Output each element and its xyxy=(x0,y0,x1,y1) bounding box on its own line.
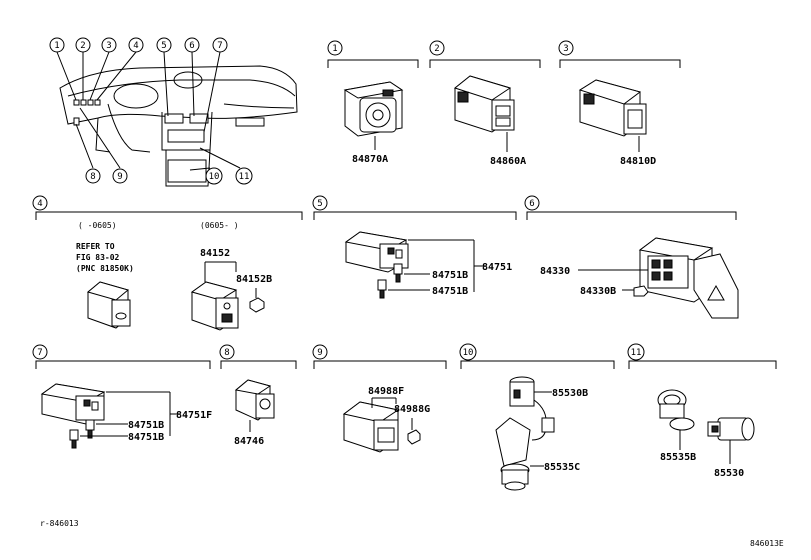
part-84810D: 84810D xyxy=(620,156,656,167)
part-84330: 84330 xyxy=(540,266,570,277)
svg-text:11: 11 xyxy=(631,348,642,358)
switch-84988F xyxy=(342,401,421,453)
footer-right-code: 846013E xyxy=(750,539,784,548)
hazard-switch-84330 xyxy=(638,237,739,319)
switch-84152 xyxy=(190,281,265,331)
section-11: 11 85535B 85530 xyxy=(627,343,777,479)
part-84152B: 84152B xyxy=(236,274,272,285)
section-6: 6 84330 84330B xyxy=(524,195,739,319)
part-84746: 84746 xyxy=(234,436,264,447)
callout-3: 3 xyxy=(106,41,111,51)
part-85535B: 85535B xyxy=(660,452,696,463)
section-2: 2 84860A xyxy=(429,40,541,167)
footer-left-code: r-846013 xyxy=(40,519,79,528)
svg-text:4: 4 xyxy=(37,199,42,209)
refer-line-2: FIG 83-02 xyxy=(76,253,120,262)
section-4: 4 ( -0605) (0605- ) REFER TO FIG 83-02 (… xyxy=(32,195,303,331)
part-85530: 85530 xyxy=(714,468,744,479)
switch-84746 xyxy=(234,379,275,421)
overview-callouts: 1 2 3 4 5 6 7 8 9 10 11 xyxy=(49,37,253,185)
section-1: 1 84870A xyxy=(327,40,419,165)
part-84988G: 84988G xyxy=(394,404,430,415)
socket-cap-85535B xyxy=(657,389,695,431)
dashboard-overview xyxy=(56,51,298,187)
part-84751B-4: 84751B xyxy=(128,432,164,443)
bulb-84751B-2 xyxy=(377,279,387,299)
switch-84751F xyxy=(40,383,106,425)
section-9: 9 84988F 84988G xyxy=(312,344,447,453)
part-84751F: 84751F xyxy=(176,410,212,421)
callout-1: 1 xyxy=(54,41,59,51)
callout-11: 11 xyxy=(239,172,250,182)
socket-85530B xyxy=(509,376,555,441)
svg-text:6: 6 xyxy=(529,199,534,209)
range-before-0605: ( -0605) xyxy=(78,221,117,230)
switch-84810D xyxy=(578,79,647,137)
svg-text:3: 3 xyxy=(563,44,568,54)
svg-text:2: 2 xyxy=(434,44,439,54)
section-3: 3 84810D xyxy=(558,40,681,167)
section-10: 10 85530B 85535C xyxy=(459,343,615,491)
bulb-84751B-1 xyxy=(393,263,403,283)
socket-85535C xyxy=(495,417,531,491)
callout-8: 8 xyxy=(90,172,95,182)
part-84751B-1: 84751B xyxy=(432,270,468,281)
callout-9: 9 xyxy=(117,172,122,182)
refer-line-1: REFER TO xyxy=(76,242,115,251)
svg-text:9: 9 xyxy=(317,348,322,358)
part-84860A: 84860A xyxy=(490,156,526,167)
callout-10: 10 xyxy=(209,172,220,182)
callout-6: 6 xyxy=(189,41,194,51)
part-84751B-3: 84751B xyxy=(128,420,164,431)
part-84152: 84152 xyxy=(200,248,230,259)
callout-4: 4 xyxy=(133,41,138,51)
part-85530B: 85530B xyxy=(552,388,588,399)
switch-81850K xyxy=(86,281,131,329)
bulb-84751B-4 xyxy=(69,429,79,449)
part-84988F: 84988F xyxy=(368,386,404,397)
callout-5: 5 xyxy=(161,41,166,51)
svg-text:5: 5 xyxy=(317,199,322,209)
part-84870A: 84870A xyxy=(352,154,388,165)
callout-2: 2 xyxy=(80,41,85,51)
range-after-0605: (0605- ) xyxy=(200,221,239,230)
bulb-84751B-3 xyxy=(85,419,95,439)
mirror-switch-84870A xyxy=(343,81,404,137)
switch-84860A xyxy=(453,75,515,133)
section-5: 5 84751 84751B 84751B xyxy=(312,195,517,299)
svg-text:10: 10 xyxy=(463,348,474,358)
section-8: 8 84746 xyxy=(219,344,297,447)
callout-7: 7 xyxy=(217,41,222,51)
section-7: 7 84751F 84751B 84751B xyxy=(32,344,212,449)
part-84330B: 84330B xyxy=(580,286,616,297)
cigarette-lighter-85530 xyxy=(707,417,755,441)
part-84751: 84751 xyxy=(482,262,512,273)
part-85535C: 85535C xyxy=(544,462,580,473)
svg-text:1: 1 xyxy=(332,44,337,54)
switch-84751 xyxy=(344,231,409,273)
svg-text:7: 7 xyxy=(37,348,42,358)
part-84751B-2: 84751B xyxy=(432,286,468,297)
svg-text:8: 8 xyxy=(224,348,229,358)
refer-line-3: (PNC 81850K) xyxy=(76,264,134,273)
